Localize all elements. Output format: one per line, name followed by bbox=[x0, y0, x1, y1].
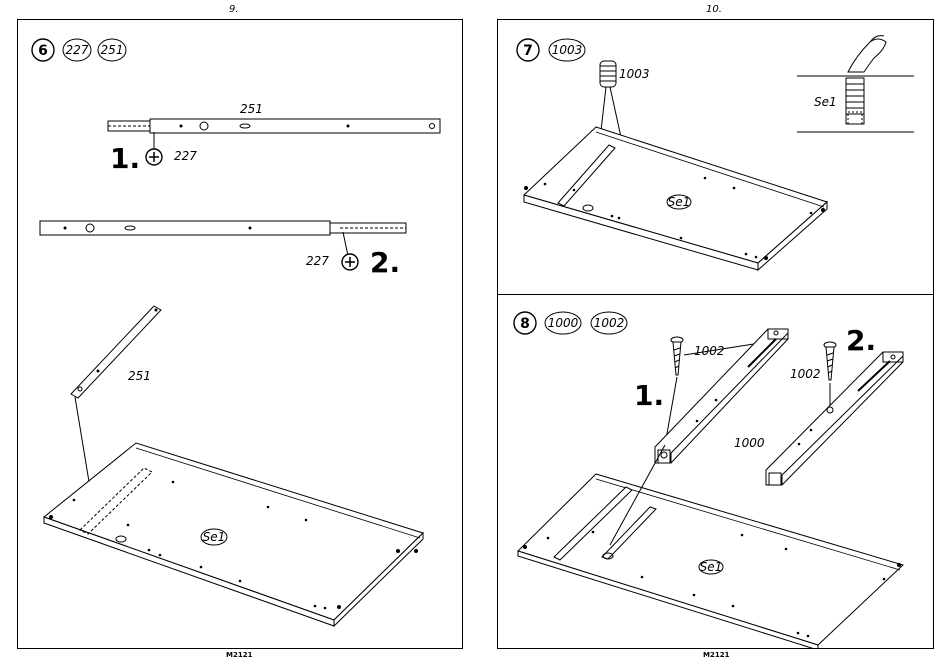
callout-screw-2: 227 bbox=[306, 254, 329, 268]
step-6-badge: 6 bbox=[32, 39, 54, 61]
panel-se1-bottom: Se1 bbox=[518, 445, 903, 648]
part-label: 1002 bbox=[594, 316, 625, 330]
detail-panel-label: Se1 bbox=[814, 95, 837, 109]
callout-rail-top: 251 bbox=[240, 102, 263, 116]
part-label: 251 bbox=[101, 43, 124, 57]
screw-227-top bbox=[146, 149, 162, 165]
panel-se1: Se1 bbox=[44, 443, 423, 626]
part-label: 1000 bbox=[548, 316, 579, 330]
left-page: 6 227 251 251 1. 227 bbox=[17, 19, 463, 649]
right-page: 7 1003 1003 bbox=[497, 19, 934, 649]
screw-227-bottom bbox=[342, 254, 358, 270]
step-2-marker: 2. bbox=[370, 246, 400, 279]
footer-code-left: M2121 bbox=[226, 651, 252, 659]
callout-screw-b: 1002 bbox=[790, 367, 821, 381]
step-7-illustration: 7 1003 1003 bbox=[498, 20, 933, 295]
part-label: 1003 bbox=[552, 43, 583, 57]
dowel-insertion-detail: Se1 bbox=[797, 36, 914, 132]
panel-label: Se1 bbox=[203, 530, 226, 544]
step-7-panel: 7 1003 1003 bbox=[498, 20, 933, 295]
callout-runner: 1000 bbox=[734, 436, 765, 450]
callout-dowel: 1003 bbox=[619, 67, 650, 81]
page-number-left: 9. bbox=[229, 4, 239, 15]
step-1-marker: 1. bbox=[110, 142, 140, 175]
step-7-badge: 7 bbox=[517, 39, 539, 61]
rail-251-middle bbox=[40, 221, 406, 256]
panel-se1-top: Se1 bbox=[524, 127, 827, 270]
step-number: 8 bbox=[520, 316, 530, 332]
step-1-marker: 1. bbox=[634, 379, 664, 412]
rail-251-top bbox=[108, 119, 440, 152]
part-badge-1000: 1000 bbox=[545, 312, 581, 334]
part-badge-1003: 1003 bbox=[549, 39, 585, 61]
part-badge-227: 227 bbox=[63, 39, 91, 61]
part-label: 227 bbox=[66, 43, 89, 57]
screw-1002-b bbox=[824, 342, 836, 405]
part-badge-1002: 1002 bbox=[591, 312, 627, 334]
page-number-right: 10. bbox=[706, 4, 722, 15]
step-8-illustration: 8 1000 1002 1002 1. bbox=[498, 295, 933, 648]
step-8-badge: 8 bbox=[514, 312, 536, 334]
panel-label: Se1 bbox=[700, 560, 723, 574]
part-badge-251: 251 bbox=[98, 39, 126, 61]
callout-screw-a: 1002 bbox=[694, 344, 725, 358]
step-number: 7 bbox=[523, 43, 533, 59]
step-2-marker: 2. bbox=[846, 324, 876, 357]
runner-1000-right bbox=[766, 352, 903, 485]
step-number: 6 bbox=[38, 43, 48, 59]
step-8-panel: 8 1000 1002 1002 1. bbox=[498, 295, 933, 648]
panel-label: Se1 bbox=[668, 195, 691, 209]
callout-rail-bottom: 251 bbox=[128, 369, 151, 383]
callout-screw-1: 227 bbox=[174, 149, 197, 163]
footer-code-right: M2121 bbox=[703, 651, 729, 659]
step-6-illustration: 6 227 251 251 1. 227 bbox=[18, 20, 464, 650]
